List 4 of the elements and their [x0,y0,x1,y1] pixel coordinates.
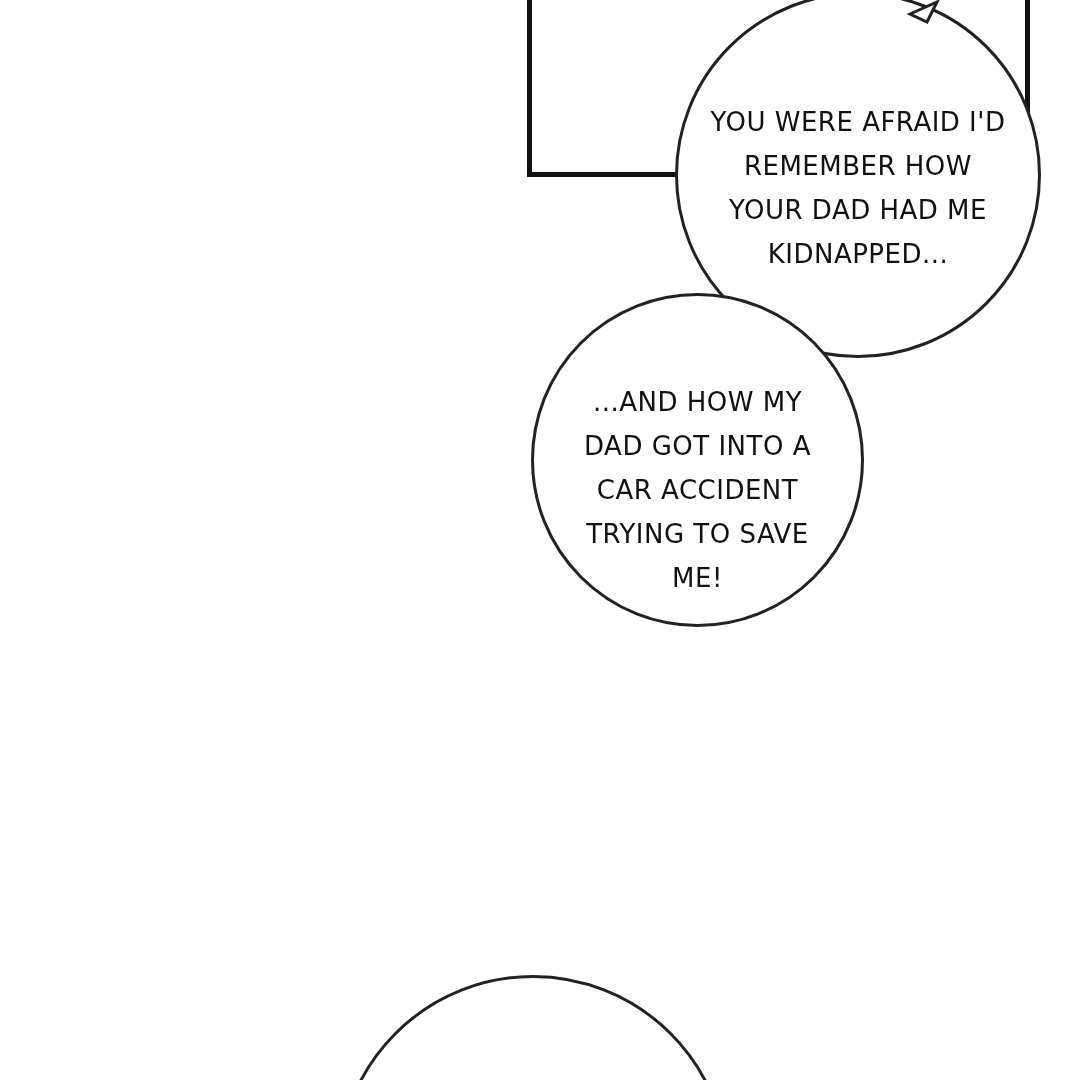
speech-bubble [531,293,864,627]
speech-bubble [675,0,1041,358]
dialogue-text: ...AND HOW MY DAD GOT INTO A CAR ACCIDENT TRYING TO SAVE ME! [583,386,812,595]
dialogue-text: YOU WERE AFRAID I'D REMEMBER HOW YOUR DAD HAD ME KIDNAPPED... [709,106,1007,271]
